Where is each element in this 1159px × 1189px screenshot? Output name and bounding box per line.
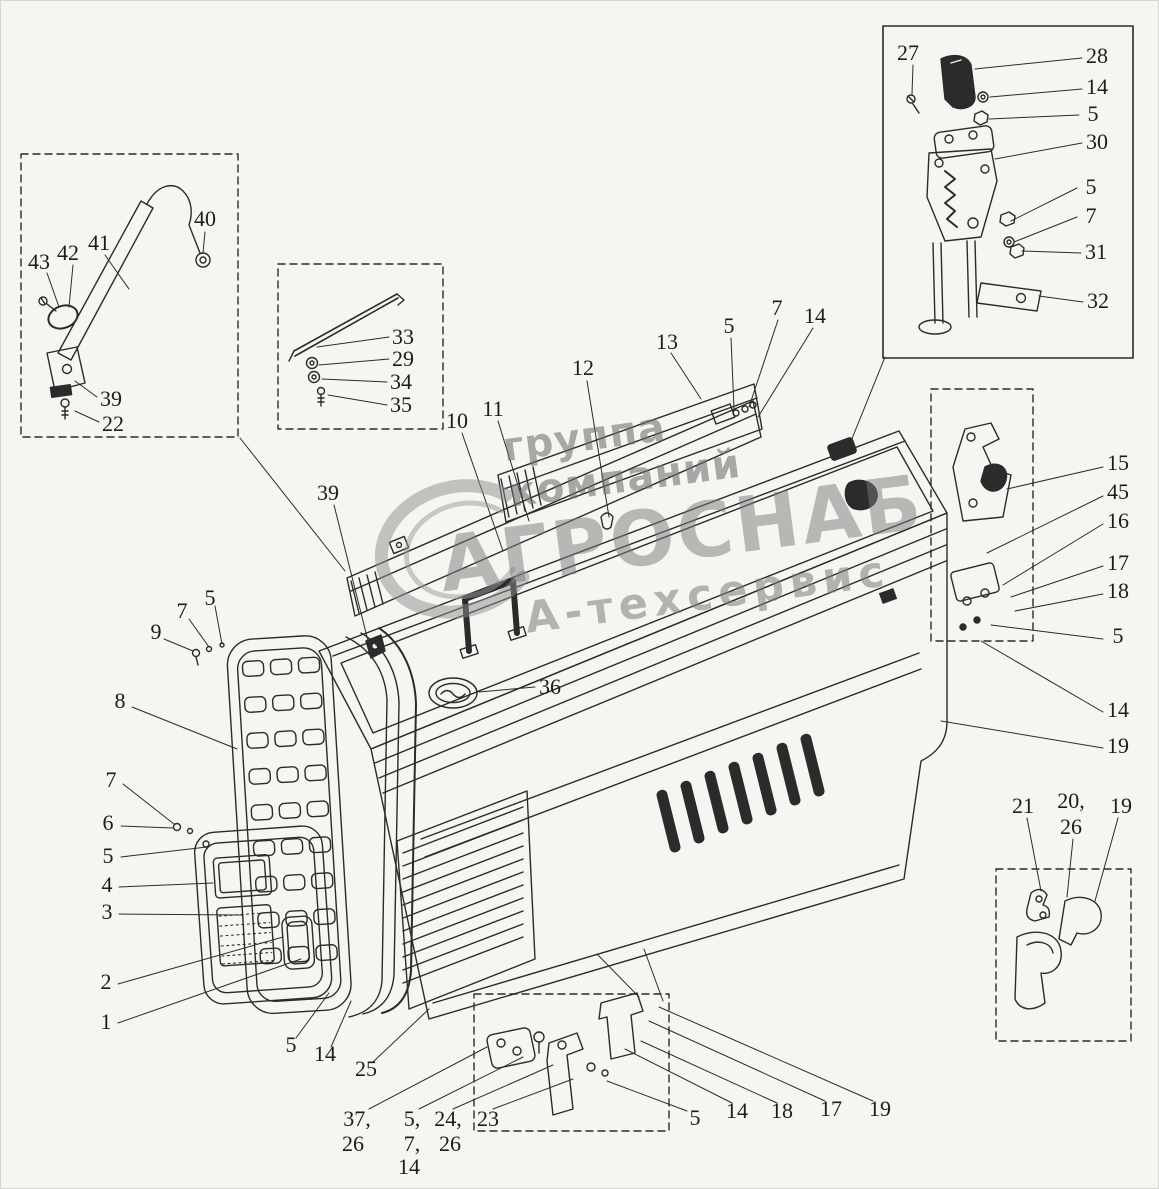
callout-20-51: 20, [1057,788,1085,813]
callout-37-54: 37, [343,1106,371,1131]
callout-17-65: 17 [820,1096,842,1121]
callout-5-3: 5 [1087,101,1099,126]
front-grille [226,635,352,1015]
callout-19-53: 19 [1110,793,1132,818]
callout-7-32: 7 [105,767,117,792]
hood-top-strips [346,383,763,617]
callout-17-45: 17 [1107,550,1129,575]
callout-39-13: 39 [100,386,122,411]
callout-19-66: 19 [869,1096,891,1121]
callout-31-7: 31 [1085,239,1107,264]
callout-14-58: 14 [398,1154,420,1179]
detail-box-latch-bottom [473,992,670,1132]
callout-26-52: 26 [1060,814,1082,839]
callout-2-37: 2 [100,969,112,994]
callout-9-28: 9 [150,619,162,644]
callout-3-36: 3 [101,899,113,924]
callout-22-14: 22 [102,411,124,436]
callout-21-50: 21 [1012,793,1034,818]
callout-5-34: 5 [102,843,114,868]
vent-slots [656,733,825,853]
detail-box-hinge [882,25,1134,359]
callout-7-29: 7 [176,598,188,623]
callout-14-63: 14 [726,1098,748,1123]
callout-4-35: 4 [101,872,113,897]
callout-34-17: 34 [390,369,412,394]
callout-5-62: 5 [689,1105,701,1130]
callout-23-61: 23 [477,1106,499,1131]
callout-5-5: 5 [1085,174,1097,199]
side-panel [370,512,948,1020]
callout-8-31: 8 [114,688,126,713]
callout-7-24: 7 [771,295,783,320]
callout-5-47: 5 [1112,623,1124,648]
callout-41-11: 41 [88,230,110,255]
front-lower-panel [193,825,333,1005]
callout-24-59: 24, [434,1106,462,1131]
callout-35-18: 35 [390,392,412,417]
callout-43-9: 43 [28,249,50,274]
leader-lines [46,57,1119,1112]
callout-29-16: 29 [392,346,414,371]
callout-15-42: 15 [1107,450,1129,475]
callout-36-27: 36 [539,674,561,699]
watermark-logo-swoosh [374,479,530,619]
callout-11-20: 11 [482,396,504,421]
detail-box-latch-right [930,388,1034,642]
callout-14-2: 14 [1086,74,1108,99]
callout-1-38: 1 [100,1009,112,1034]
callout-26-60: 26 [439,1131,461,1156]
louver-panel [396,790,536,1010]
callout-32-8: 32 [1087,288,1109,313]
callout-19-49: 19 [1107,733,1129,758]
callout-5-56: 5, [403,1106,421,1131]
callout-45-43: 45 [1107,479,1129,504]
callout-27-0: 27 [897,40,919,65]
callout-26-55: 26 [342,1131,364,1156]
callout-12-21: 12 [572,355,594,380]
callout-14-40: 14 [314,1041,336,1066]
callout-39-26: 39 [317,480,339,505]
callout-5-23: 5 [723,313,735,338]
callout-16-44: 16 [1107,508,1129,533]
callout-7-57: 7, [403,1131,421,1156]
callout-33-15: 33 [392,324,414,349]
callout-40-12: 40 [194,206,216,231]
callout-18-64: 18 [771,1098,793,1123]
grille-shell [345,627,417,1018]
callout-5-39: 5 [285,1032,297,1057]
callout-30-4: 30 [1086,129,1108,154]
callout-28-1: 28 [1086,43,1108,68]
callout-14-48: 14 [1107,697,1129,722]
callout-18-46: 18 [1107,578,1129,603]
callout-14-25: 14 [804,303,826,328]
callout-6-33: 6 [102,810,114,835]
callout-5-30: 5 [204,585,216,610]
callout-7-6: 7 [1085,203,1097,228]
detail-box-torsion-rod [277,263,444,430]
callout-10-19: 10 [446,408,468,433]
callout-13-22: 13 [656,329,678,354]
callout-25-41: 25 [355,1056,377,1081]
callout-42-10: 42 [57,240,79,265]
